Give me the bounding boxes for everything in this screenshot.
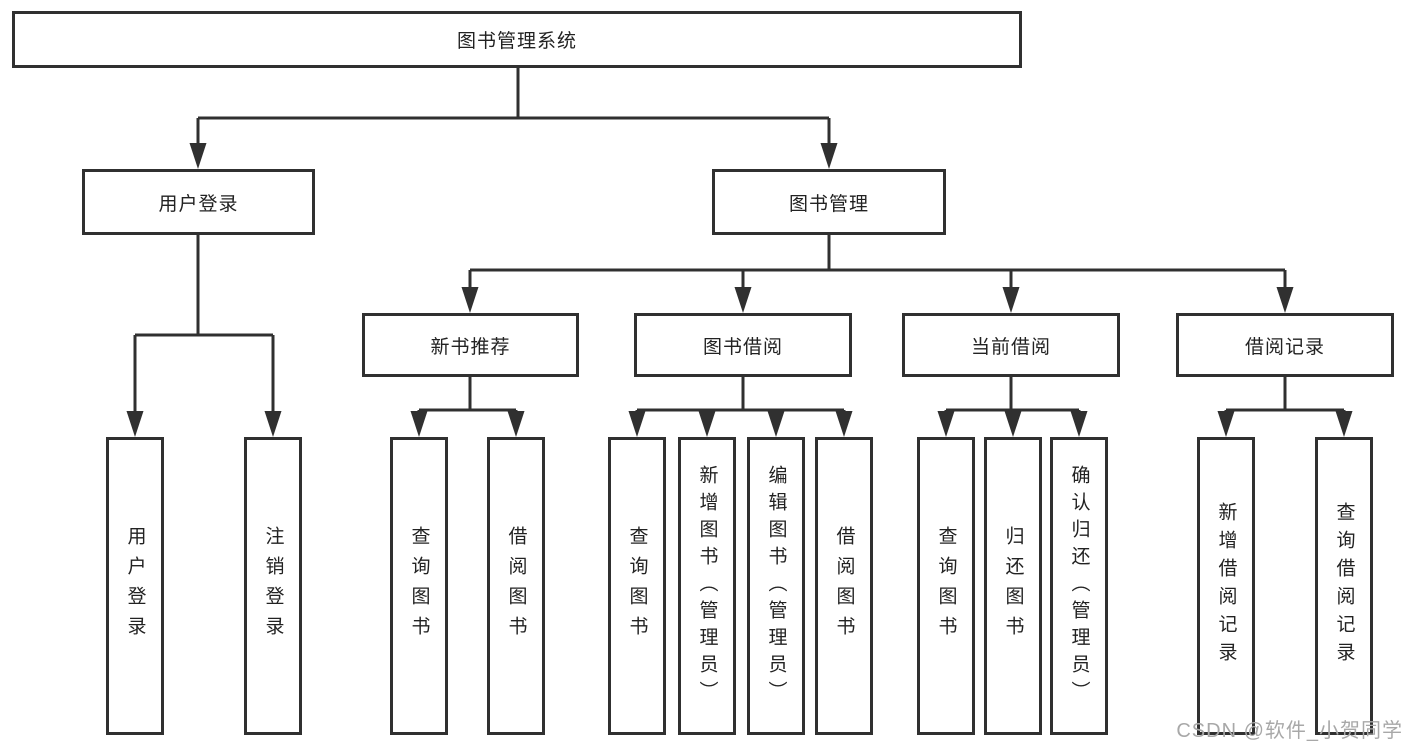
node-new-book-recommend: 新书推荐 — [362, 313, 579, 377]
leaf-add-books-admin: 新增图书（管理员） — [678, 437, 736, 735]
leaf-borrow-books: 借阅图书 — [815, 437, 873, 735]
node-borrow-records: 借阅记录 — [1176, 313, 1394, 377]
leaf-return-books: 归还图书 — [984, 437, 1042, 735]
leaf-query-books-current: 查询图书 — [917, 437, 975, 735]
leaf-edit-books-admin: 编辑图书（管理员） — [747, 437, 805, 735]
leaf-confirm-return-admin: 确认归还（管理员） — [1050, 437, 1108, 735]
node-book-management: 图书管理 — [712, 169, 946, 235]
leaf-query-borrow-record: 查询借阅记录 — [1315, 437, 1373, 735]
leaf-query-books-borrow: 查询图书 — [608, 437, 666, 735]
node-user-login: 用户登录 — [82, 169, 315, 235]
leaf-query-books-recommend: 查询图书 — [390, 437, 448, 735]
leaf-add-borrow-record: 新增借阅记录 — [1197, 437, 1255, 735]
node-book-borrowing: 图书借阅 — [634, 313, 852, 377]
csdn-watermark: CSDN @软件_小贺同学 — [1176, 720, 1403, 742]
leaf-logout: 注销登录 — [244, 437, 302, 735]
leaf-borrow-books-recommend: 借阅图书 — [487, 437, 545, 735]
node-current-borrowing: 当前借阅 — [902, 313, 1120, 377]
leaf-user-login: 用户登录 — [106, 437, 164, 735]
node-library-system: 图书管理系统 — [12, 11, 1022, 68]
